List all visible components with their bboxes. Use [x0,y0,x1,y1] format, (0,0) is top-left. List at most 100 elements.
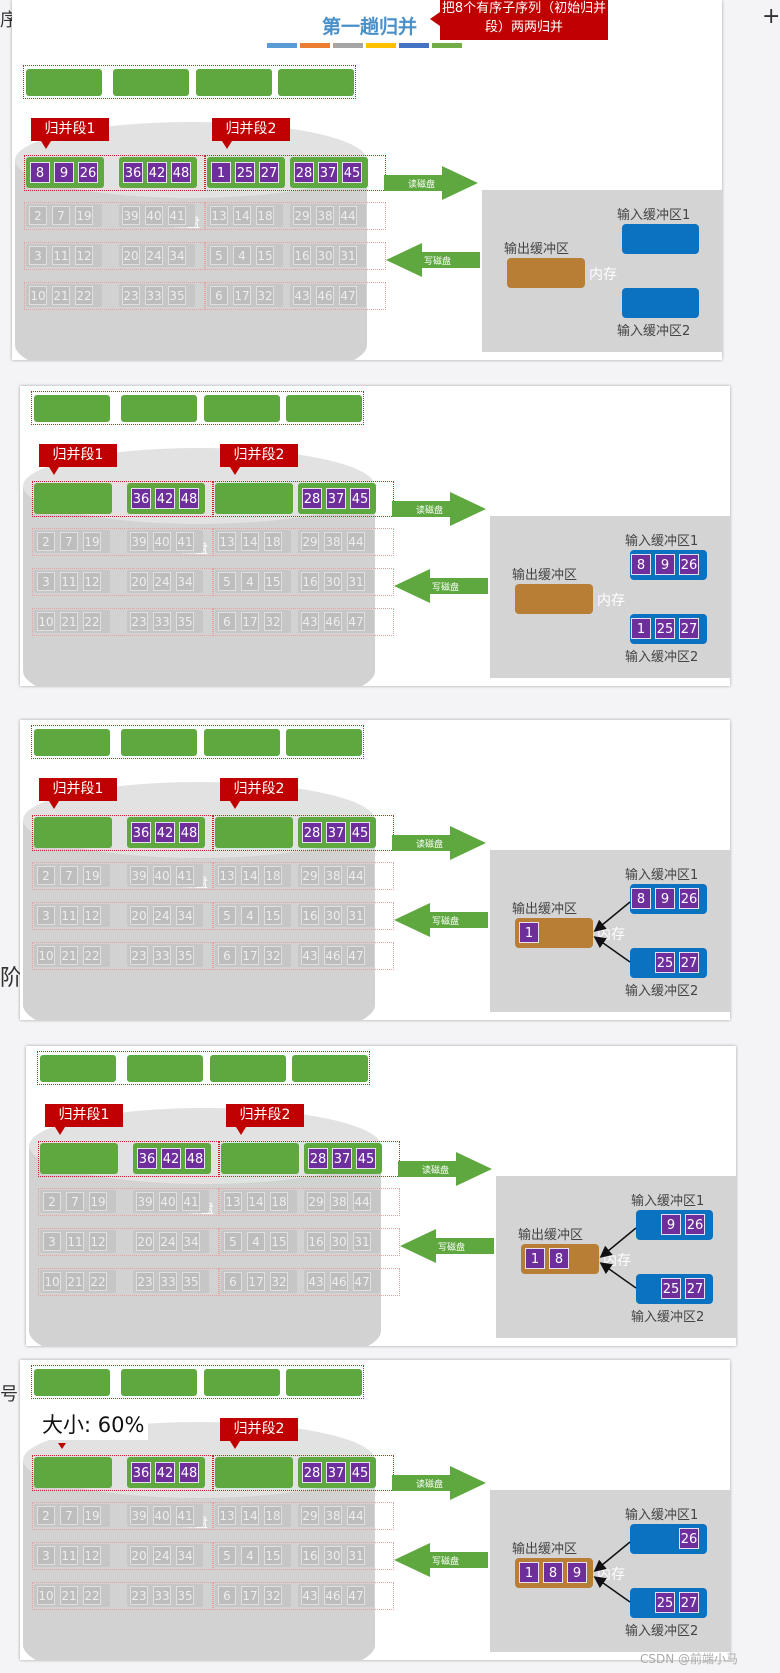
faded-number: 41 [176,532,194,551]
faded-number: 46 [324,612,342,631]
run-block [221,1143,299,1174]
faded-number: 21 [60,612,78,631]
memory-output-row [23,65,356,99]
faded-row-frame [24,202,205,230]
faded-number: 4 [247,1232,265,1251]
input1-number: 9 [661,1214,681,1235]
faded-number: 38 [330,1192,348,1211]
faded-number: 35 [182,1272,200,1291]
faded-number: 23 [136,1272,154,1291]
faded-number: 5 [210,246,228,265]
faded-number: 44 [353,1192,371,1211]
faded-number: 3 [37,572,55,591]
faded-number: 14 [247,1192,265,1211]
segment1-label: 归并段1 [39,444,117,475]
faded-number: 19 [83,866,101,885]
faded-number: 17 [233,286,251,305]
faded-number: 13 [218,866,236,885]
segment-frame [24,155,205,191]
faded-number: 15 [270,1232,288,1251]
faded-number: 14 [241,1506,259,1525]
faded-number: 41 [182,1192,200,1211]
input-buffer2-label: 输入缓冲区2 [631,1310,705,1325]
run-number: 45 [356,1148,376,1169]
input2-number: 25 [661,1278,681,1299]
faded-number: 24 [159,1232,177,1251]
read-disk-arrow-text: 读磁盘 [416,840,444,850]
output-block [204,729,280,756]
callout-box: 把8个有序子序列（初始归并段）两两归并 [430,0,608,40]
faded-number: 4 [241,1546,259,1565]
faded-row-frame [205,202,386,230]
faded-number: 2 [43,1192,61,1211]
faded-number: 44 [339,206,357,225]
segment-frame [32,481,213,517]
output-number: 9 [567,1562,587,1583]
faded-number: 33 [145,286,163,305]
input-buffer1-label: 输入缓冲区1 [625,1508,699,1523]
faded-number: 31 [353,1232,371,1251]
faded-number: 31 [347,572,365,591]
output-block [204,1369,280,1396]
run-number: 36 [123,162,143,183]
faded-row-frame [38,1228,219,1256]
faded-number: 29 [301,532,319,551]
faded-number: 12 [83,1546,101,1565]
merge-step-panel: 磁盘归并段1归并段2364248283745271939404113141829… [26,1046,736,1346]
faded-number: 40 [159,1192,177,1211]
faded-row-frame [213,1502,394,1530]
run-block [34,817,112,848]
input2-number: 27 [685,1278,705,1299]
faded-number: 16 [307,1232,325,1251]
faded-number: 3 [29,246,47,265]
faded-number: 33 [159,1272,177,1291]
faded-number: 21 [52,286,70,305]
faded-row-frame [24,242,205,270]
faded-number: 11 [52,246,70,265]
faded-number: 35 [176,612,194,631]
faded-number: 32 [264,946,282,965]
faded-number: 18 [264,866,282,885]
faded-number: 38 [316,206,334,225]
faded-row-frame [38,1188,219,1216]
input1-number: 8 [631,554,651,575]
run-number: 28 [302,822,322,843]
run-number: 28 [308,1148,328,1169]
panel-body: 磁盘归并段1归并段2364248283745271939404113141829… [26,1046,736,1346]
faded-row-frame [32,1502,213,1530]
faded-number: 17 [241,612,259,631]
title-color-bar [267,43,297,48]
memory-label: 内存 [589,267,617,283]
faded-row-frame [213,862,394,890]
input1-number: 9 [655,888,675,909]
run-number: 25 [235,162,255,183]
panel-body: 磁盘归并段1归并段2892636424812527283745271939404… [12,60,722,360]
output-block [121,395,197,422]
faded-number: 12 [83,906,101,925]
faded-number: 3 [43,1232,61,1251]
output-block [286,395,362,422]
input1-number: 26 [685,1214,705,1235]
run-number: 9 [54,162,74,183]
